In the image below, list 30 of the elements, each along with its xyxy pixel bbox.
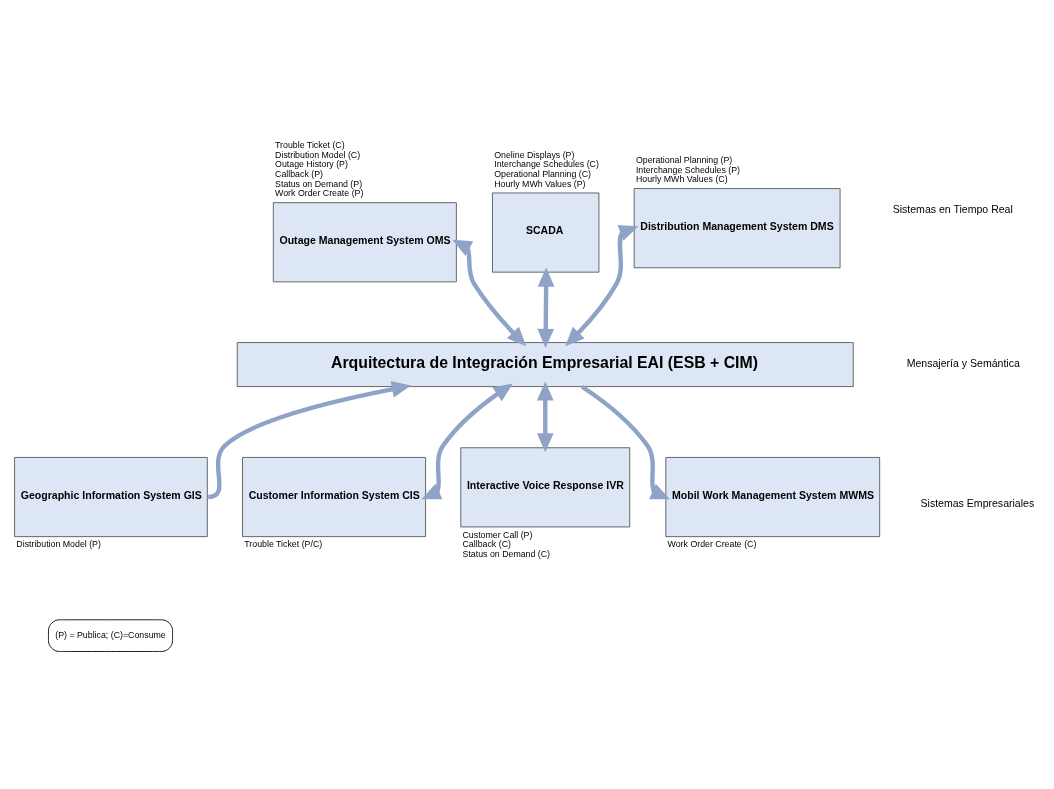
node-label: Trouble Ticket (P/C) <box>244 539 323 550</box>
node-label: Work Order Create (C) <box>667 539 757 550</box>
node-label: Work Order Create (P) <box>275 188 364 199</box>
arrow <box>537 267 555 348</box>
label: Mensajería y Semántica <box>906 357 1020 370</box>
node-label: Distribution Model (C) <box>275 149 361 160</box>
arrow <box>421 383 513 500</box>
node-label: Operational Planning (P) <box>635 155 733 166</box>
node-label: Interchange Schedules (C) <box>494 159 599 170</box>
arrow <box>207 381 412 500</box>
label: Sistemas Empresariales <box>920 496 1035 509</box>
node-label: Hourly MWh Values (C) <box>635 174 728 185</box>
node-label: Status on Demand (P) <box>275 178 363 189</box>
arrow <box>452 239 527 347</box>
node-label: Oneline Displays (P) <box>494 149 575 160</box>
node-label: Interchange Schedules (P) <box>635 164 741 175</box>
arrow <box>565 225 639 347</box>
node-label: Hourly MWh Values (P) <box>494 178 586 189</box>
node-label: Distribution Model (P) <box>16 539 101 550</box>
node-label: Outage History (P) <box>275 159 348 170</box>
label: (P) = Publica; (C)=Consume <box>55 629 166 640</box>
node-label: Status on Demand (C) <box>462 548 551 559</box>
arrow <box>580 384 670 500</box>
node-label: Operational Planning (C) <box>494 169 592 180</box>
node-label: Callback (P) <box>275 169 323 180</box>
node-label: Callback (C) <box>462 539 511 550</box>
node-label: Customer Call (P) <box>462 529 533 540</box>
node-label: Trouble Ticket (C) <box>275 140 345 151</box>
arrow <box>536 381 554 453</box>
label: Sistemas en Tiempo Real <box>892 203 1013 216</box>
